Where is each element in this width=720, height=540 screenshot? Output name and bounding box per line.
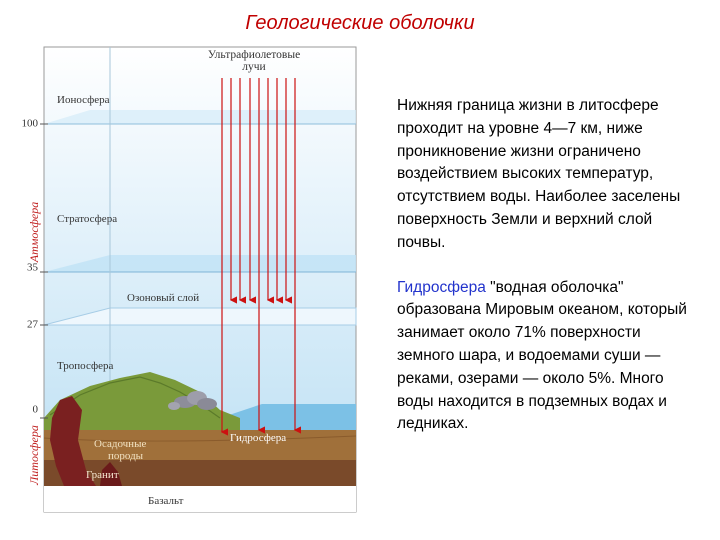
ionosphere-plane xyxy=(44,110,356,124)
stratosphere-top-plane xyxy=(44,255,356,272)
atmosphere-label: Атмосфера xyxy=(27,202,41,264)
hydrosphere-paragraph: Гидросфера "водная оболочка" образована … xyxy=(397,277,697,437)
sedimentary-layer xyxy=(44,430,356,462)
hydrosphere-label: Гидросфера xyxy=(230,432,286,444)
land-surface xyxy=(44,372,240,432)
uv-arrows xyxy=(220,78,301,436)
slide-title: Геологические оболочки xyxy=(245,12,475,34)
ocean-surface xyxy=(220,404,356,432)
cloud-icon xyxy=(168,391,217,410)
basalt-label: Базальт xyxy=(148,495,184,507)
uv-label-line1: Ультрафиолетовые xyxy=(208,49,300,61)
altitude-100: 100 xyxy=(22,118,39,130)
sedimentary-label-line2: породы xyxy=(108,450,144,462)
ozone-label: Озоновый слой xyxy=(127,292,199,304)
uv-label-line2: лучи xyxy=(242,61,265,73)
basalt-layer xyxy=(44,486,356,512)
granite-layer xyxy=(44,460,356,488)
sedimentary-label-line1: Осадочные xyxy=(94,438,146,450)
troposphere-label: Тропосфера xyxy=(57,360,113,372)
hydrosphere-term: Гидросфера xyxy=(397,278,486,296)
altitude-0: 0 xyxy=(33,404,39,416)
ozone-plane xyxy=(43,307,357,326)
altitude-35: 35 xyxy=(27,262,39,274)
rock-formation-2 xyxy=(100,462,122,486)
granite-label: Гранит xyxy=(86,469,119,481)
altitude-27: 27 xyxy=(27,319,39,331)
ionosphere-label: Ионосфера xyxy=(57,94,110,106)
stratosphere-label: Стратосфера xyxy=(57,213,117,225)
hydrosphere-description: "водная оболочка" образована Мировым оке… xyxy=(397,278,687,433)
lithosphere-label: Литосфера xyxy=(27,425,41,486)
lithosphere-paragraph: Нижняя граница жизни в литосфере проходи… xyxy=(397,97,681,251)
description-text: Нижняя граница жизни в литосфере проходи… xyxy=(397,95,697,458)
rock-formation xyxy=(50,396,96,486)
